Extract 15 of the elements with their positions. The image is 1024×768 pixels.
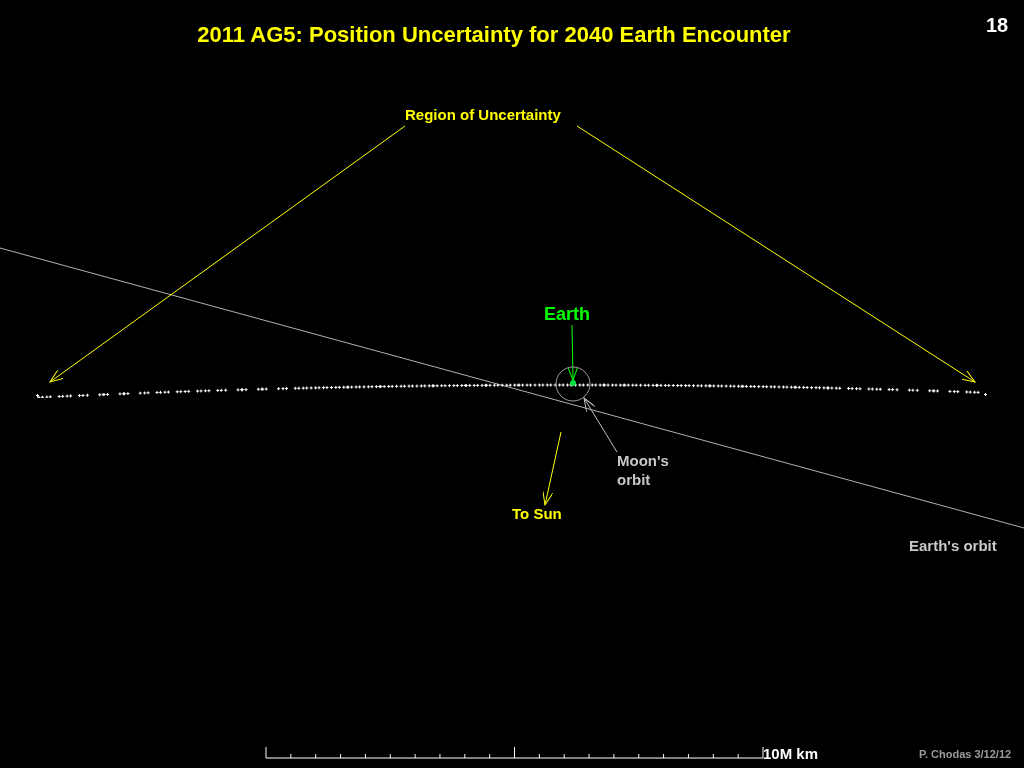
credit-text: P. Chodas 3/12/12 (919, 748, 1012, 760)
arrow (576, 125, 976, 383)
arrow (583, 397, 618, 453)
title: 2011 AG5: Position Uncertainty for 2040 Earth Encounter (196, 22, 792, 48)
slide-number: 18 (986, 14, 1009, 37)
earth-dot (570, 380, 576, 386)
scale-label: 10M km (763, 745, 819, 762)
arrow (49, 125, 406, 383)
callout-label: Moon's orbit (617, 452, 679, 492)
arrow (542, 431, 562, 506)
arrow (567, 324, 579, 381)
callout-label: To Sun (512, 505, 568, 523)
callout-label: Region of Uncertainty (405, 106, 577, 126)
orbit-label: Earth's orbit (909, 537, 997, 554)
planet-label: Earth (544, 303, 598, 325)
